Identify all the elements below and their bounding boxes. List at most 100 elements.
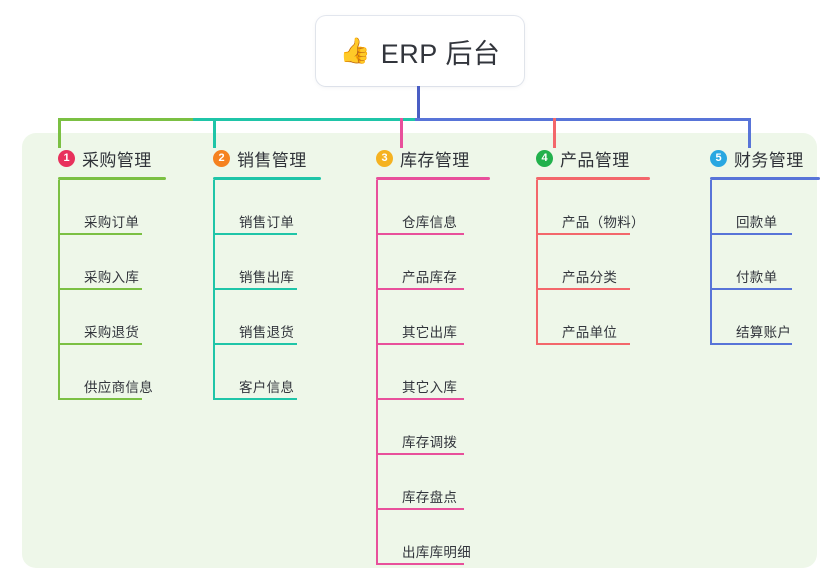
root-node-card[interactable]: 👍 ERP 后台: [316, 16, 524, 86]
connector-drop-1: [58, 118, 61, 148]
branch-item-rule: [376, 398, 464, 400]
branch-title-3: 库存管理: [400, 150, 470, 170]
branch-item-label: 库存调拨: [402, 435, 458, 450]
branch-header-5[interactable]: 5 财务管理: [694, 146, 820, 170]
branch-spine-2: [213, 180, 215, 400]
branch-items-2: 销售订单销售出库销售退货客户信息: [213, 180, 321, 400]
branch-item-label: 其它入库: [402, 380, 458, 395]
branch-item-rule: [213, 343, 297, 345]
branch-header-rule-5: [710, 177, 820, 180]
branch-item[interactable]: 采购退货: [58, 290, 166, 345]
branch-header-2[interactable]: 2 销售管理: [197, 146, 321, 170]
branch-item[interactable]: 出库库明细: [376, 510, 490, 565]
branch-column-1: 1 采购管理采购订单采购入库采购退货供应商信息: [42, 146, 166, 400]
branch-item-label: 销售出库: [239, 270, 295, 285]
branch-item-rule: [58, 343, 142, 345]
branch-item-label: 采购订单: [84, 215, 140, 230]
branch-item-rule: [213, 233, 297, 235]
branch-header-rule-3: [376, 177, 490, 180]
branch-item[interactable]: 客户信息: [213, 345, 321, 400]
branch-badge-5: 5: [710, 149, 727, 167]
branch-item-label: 产品分类: [562, 270, 618, 285]
branch-item-rule: [58, 398, 142, 400]
branch-item[interactable]: 仓库信息: [376, 180, 490, 235]
branch-column-5: 5 财务管理回款单付款单结算账户: [694, 146, 820, 345]
branch-item-rule: [376, 563, 464, 565]
root-node-content: 👍 ERP 后台: [340, 32, 501, 71]
branch-spine-3: [376, 180, 378, 565]
branch-item-rule: [376, 453, 464, 455]
branch-item-rule: [376, 508, 464, 510]
branch-item[interactable]: 供应商信息: [58, 345, 166, 400]
branch-title-4: 产品管理: [560, 150, 630, 170]
branch-item-rule: [58, 288, 142, 290]
branch-item[interactable]: 产品单位: [536, 290, 650, 345]
branch-item-rule: [58, 233, 142, 235]
branch-item[interactable]: 结算账户: [710, 290, 820, 345]
branch-items-3: 仓库信息产品库存其它出库其它入库库存调拨库存盘点出库库明细: [376, 180, 490, 565]
branch-item-label: 客户信息: [239, 380, 295, 395]
branch-spine-1: [58, 180, 60, 400]
branch-item-rule: [710, 343, 792, 345]
branch-item[interactable]: 采购订单: [58, 180, 166, 235]
branch-item-label: 仓库信息: [402, 215, 458, 230]
branch-header-3[interactable]: 3 库存管理: [360, 146, 490, 170]
branch-item[interactable]: 其它出库: [376, 290, 490, 345]
branch-item-label: 供应商信息: [84, 380, 153, 395]
branch-column-3: 3 库存管理仓库信息产品库存其它出库其它入库库存调拨库存盘点出库库明细: [360, 146, 490, 565]
branch-item-rule: [710, 233, 792, 235]
branch-spine-5: [710, 180, 712, 345]
branch-item-rule: [376, 343, 464, 345]
branch-badge-3: 3: [376, 149, 393, 167]
branch-item-rule: [710, 288, 792, 290]
connector-drop-2: [213, 118, 216, 148]
connector-drop-4: [553, 118, 556, 148]
branch-item[interactable]: 采购入库: [58, 235, 166, 290]
root-node-title: ERP 后台: [380, 38, 501, 69]
branch-badge-1: 1: [58, 149, 75, 167]
branch-item-rule: [376, 233, 464, 235]
branch-item-label: 采购入库: [84, 270, 140, 285]
branch-item[interactable]: 回款单: [710, 180, 820, 235]
branch-header-rule-4: [536, 177, 650, 180]
connector-root-stem: [417, 86, 420, 121]
branches-panel: [22, 133, 817, 568]
branch-item-rule: [536, 288, 630, 290]
branch-item-rule: [536, 343, 630, 345]
branch-item[interactable]: 销售订单: [213, 180, 321, 235]
branch-item[interactable]: 其它入库: [376, 345, 490, 400]
branch-items-5: 回款单付款单结算账户: [710, 180, 820, 345]
branch-spine-4: [536, 180, 538, 345]
branch-item-label: 销售订单: [239, 215, 295, 230]
connector-bar-segment-1: [58, 118, 193, 121]
branch-title-2: 销售管理: [237, 150, 307, 170]
branch-item[interactable]: 付款单: [710, 235, 820, 290]
branch-header-rule-2: [213, 177, 321, 180]
branch-items-1: 采购订单采购入库采购退货供应商信息: [58, 180, 166, 400]
branch-title-1: 采购管理: [82, 150, 152, 170]
connector-drop-5: [748, 118, 751, 148]
branch-item[interactable]: 库存调拨: [376, 400, 490, 455]
branch-item[interactable]: 产品（物料）: [536, 180, 650, 235]
branch-item[interactable]: 库存盘点: [376, 455, 490, 510]
branch-item[interactable]: 产品库存: [376, 235, 490, 290]
branch-item[interactable]: 产品分类: [536, 235, 650, 290]
branch-item-rule: [536, 233, 630, 235]
branch-items-4: 产品（物料） 产品分类产品单位: [536, 180, 650, 345]
branch-column-2: 2 销售管理销售订单销售出库销售退货客户信息: [197, 146, 321, 400]
branch-item[interactable]: 销售退货: [213, 290, 321, 345]
branch-title-5: 财务管理: [734, 150, 804, 170]
thumbs-up-icon: 👍: [339, 36, 371, 65]
connector-bar-segment-2: [193, 118, 415, 121]
branch-item-label: 销售退货: [239, 325, 295, 340]
branch-header-1[interactable]: 1 采购管理: [42, 146, 166, 170]
branch-item-rule: [213, 288, 297, 290]
branch-item-label: 库存盘点: [402, 490, 458, 505]
branch-item-rule: [376, 288, 464, 290]
branch-badge-2: 2: [213, 149, 230, 167]
branch-item[interactable]: 销售出库: [213, 235, 321, 290]
connector-bar-segment-3: [415, 118, 749, 121]
branch-item-label: 产品（物料）: [562, 215, 645, 230]
